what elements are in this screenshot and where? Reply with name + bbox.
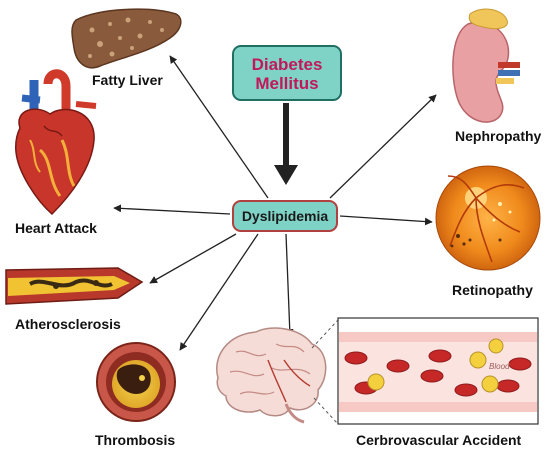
thrombosis-label: Thrombosis [95,432,176,448]
heart-attack-label: Heart Attack [15,220,97,236]
arrow-to-retinopathy [339,215,433,226]
arrow-to-cva [285,233,294,337]
retina-illustration [435,165,541,271]
blood-inset-label: Blood [489,362,510,371]
diabetes-label-line2: Mellitus [255,74,319,93]
diabetes-label-line1: Diabetes [251,55,323,74]
cva-label: Cerbrovascular Accident [356,432,522,448]
arrow-to-thrombosis [179,233,259,351]
arrow-dm-head [274,165,298,185]
liver-illustration [71,8,182,69]
fatty-liver-label: Fatty Liver [92,72,163,88]
dyslipidemia-label: Dyslipidemia [241,208,329,224]
heart-illustration [15,69,97,216]
retinopathy-label: Retinopathy [452,282,533,298]
diabetes-mellitus-node: Diabetes Mellitus [232,45,342,101]
dyslipidemia-node: Dyslipidemia [232,200,338,232]
arrow-to-heart-attack [113,204,231,215]
zoom-line-top [311,319,339,349]
arrow-to-atherosclerosis [149,233,237,284]
zoom-line-bottom [313,397,339,425]
arrow-to-fatty-liver [169,55,269,199]
kidney-illustration [452,8,520,123]
arrow-to-nephropathy [329,94,437,199]
nephropathy-label: Nephropathy [455,128,542,144]
thrombosis-illustration [96,342,176,422]
brain-illustration [216,327,327,424]
atherosclerosis-illustration [5,267,144,305]
arrows [113,55,437,351]
atherosclerosis-label: Atherosclerosis [15,316,121,332]
blood-vessel-inset [337,317,539,425]
